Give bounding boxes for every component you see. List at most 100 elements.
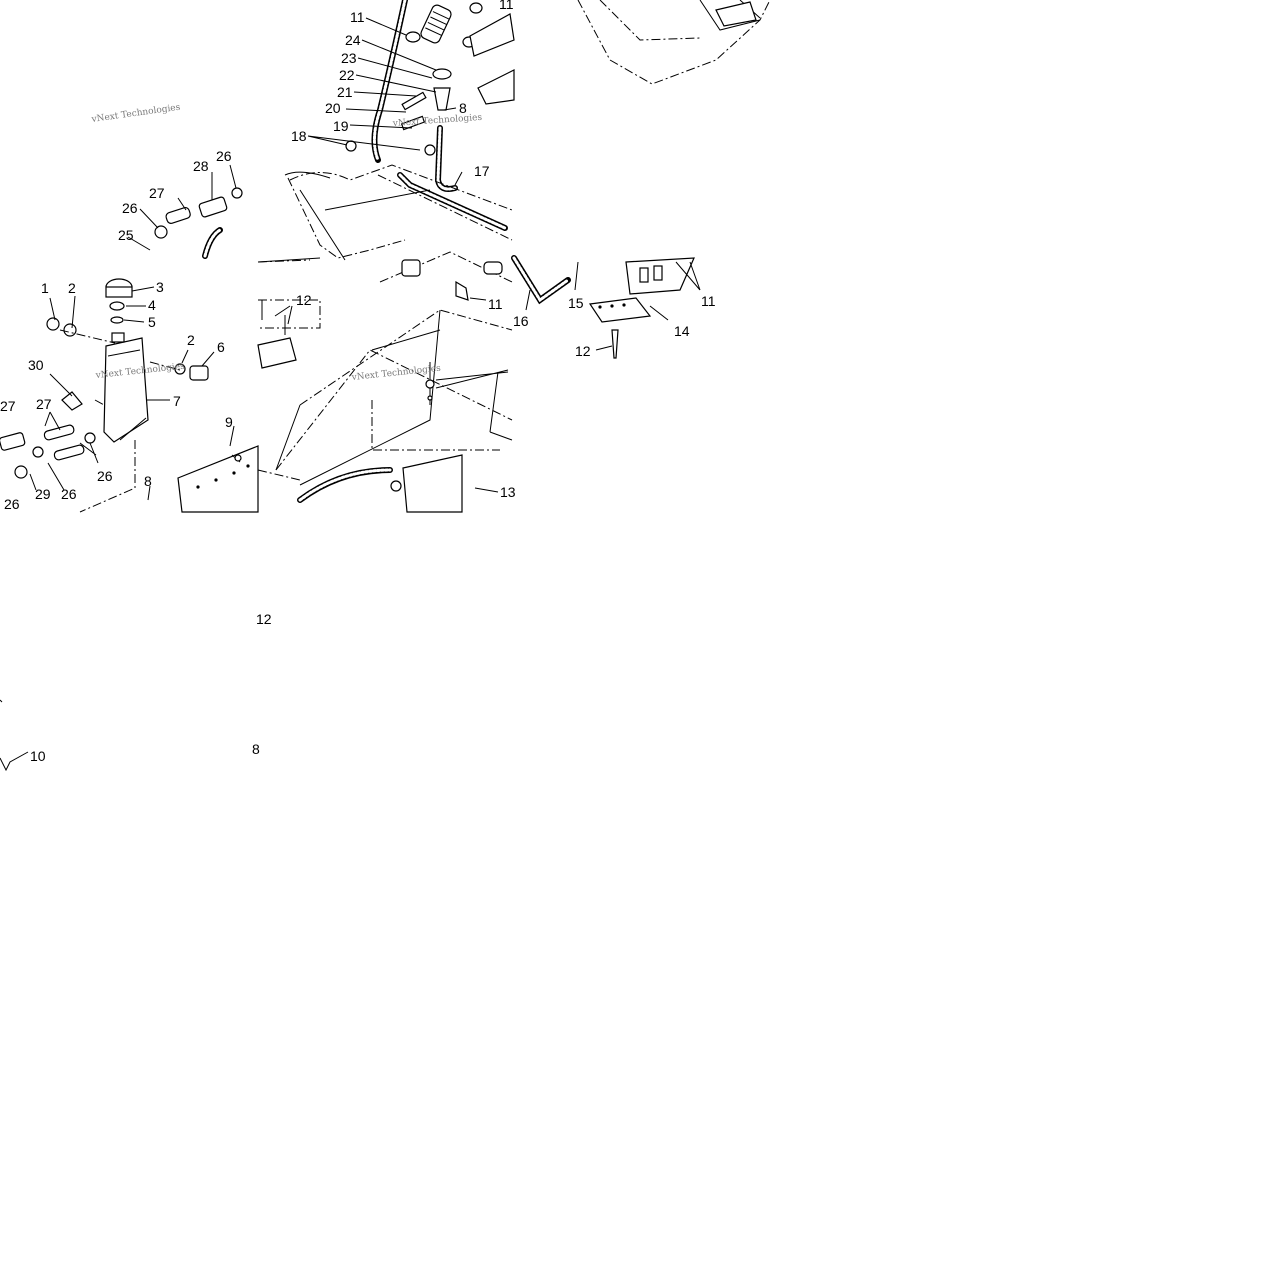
- stud-part: [653, 265, 663, 281]
- nut-part: [46, 317, 60, 331]
- tile-top-right: [577, 0, 771, 85]
- short-hose-part: [0, 432, 26, 451]
- clamp-part: [32, 446, 44, 458]
- clamp-part: [14, 465, 28, 479]
- watermark: vNext Technologies: [90, 103, 181, 126]
- callout-label: 27: [149, 185, 165, 201]
- rivet-part: [427, 395, 433, 401]
- callout-label: 11: [488, 296, 503, 312]
- callout-labels: 1 2 3 4 5 2 6 30 27 7 27 9 26 26 29 26 8…: [0, 0, 716, 764]
- callout-label: 16: [513, 313, 529, 329]
- gasket-part: [109, 301, 125, 311]
- washer-part: [63, 323, 77, 337]
- clamp-part: [469, 2, 483, 14]
- clip-part: [61, 391, 83, 411]
- callout-label: 10: [30, 748, 46, 764]
- callout-label: 12: [296, 292, 312, 308]
- callout-label: 11: [499, 0, 514, 12]
- callout-label: 4: [148, 297, 156, 313]
- callout-label: 8: [459, 100, 467, 116]
- valve-part: [401, 91, 427, 111]
- callout-label: 12: [575, 343, 591, 359]
- tile-middle-middle: vNext Technologies: [257, 251, 513, 513]
- spring-hose-part: [420, 4, 452, 44]
- callout-label: 26: [216, 148, 232, 164]
- callout-label: 24: [345, 32, 361, 48]
- filter-part: [198, 196, 228, 218]
- bracket-part: [402, 454, 463, 513]
- clamp-part: [84, 432, 96, 444]
- callout-label: 26: [61, 486, 77, 502]
- callout-label: 8: [144, 473, 152, 489]
- tile-top-left: vNext Technologies: [90, 103, 243, 259]
- short-hose-part: [43, 424, 75, 441]
- callout-label: 30: [28, 357, 44, 373]
- fitting-part: [433, 87, 451, 111]
- valve-part: [400, 115, 426, 131]
- plate-part: [477, 69, 515, 105]
- callout-label: 11: [350, 9, 365, 25]
- clamp-part: [154, 225, 168, 239]
- callout-label: 29: [35, 486, 51, 502]
- rivet-part: [611, 329, 619, 359]
- panel-part: [715, 1, 757, 27]
- callout-label: 26: [4, 496, 20, 512]
- callout-label: 26: [122, 200, 138, 216]
- tile-top-middle: vNext Technologies: [284, 0, 515, 261]
- grommet-part: [432, 68, 452, 80]
- fitting-part: [483, 261, 503, 275]
- callout-label: 14: [674, 323, 690, 339]
- tank-cap-part: [105, 286, 133, 298]
- watermark: vNext Technologies: [392, 113, 483, 129]
- callout-label: 9: [225, 414, 233, 430]
- tile-lower-left: [0, 699, 29, 772]
- o-ring-part: [110, 316, 124, 324]
- callout-label: 28: [193, 158, 209, 174]
- callout-label: 26: [97, 468, 113, 484]
- callout-label: 6: [217, 339, 225, 355]
- clamp-part: [231, 187, 243, 199]
- callout-label: 18: [291, 128, 307, 144]
- clamp-part: [345, 140, 357, 152]
- mounting-plate-part: [588, 297, 652, 323]
- callout-label: 8: [252, 741, 260, 757]
- callout-label: 2: [68, 280, 76, 296]
- callout-label: 23: [341, 50, 357, 66]
- callout-label: 27: [36, 396, 52, 412]
- plate-part: [469, 13, 515, 57]
- callout-label: 13: [500, 484, 516, 500]
- hose-fitting-part: [165, 206, 191, 224]
- callout-label: 2: [187, 332, 195, 348]
- callout-label: 19: [333, 118, 349, 134]
- sight-plug-part: [189, 365, 209, 381]
- tile-middle-left: vNext Technologies: [0, 278, 259, 513]
- tile-middle-right: [511, 255, 701, 359]
- callout-label: 12: [256, 611, 272, 627]
- callout-label: 3: [156, 279, 164, 295]
- callout-label: 5: [148, 314, 156, 330]
- callout-label: 27: [0, 398, 16, 414]
- callout-label: 7: [173, 393, 181, 409]
- callout-label: 17: [474, 163, 490, 179]
- rivet-part: [425, 379, 435, 389]
- callout-label: 1: [41, 280, 49, 296]
- callout-label: 11: [701, 293, 716, 309]
- callout-label: 22: [339, 67, 355, 83]
- neck-part: [111, 332, 125, 343]
- bracket-part: [177, 445, 259, 513]
- callout-label: 20: [325, 100, 341, 116]
- clamp-part: [455, 280, 469, 301]
- callout-label: 21: [337, 84, 353, 100]
- callout-label: 15: [568, 295, 584, 311]
- rivet-part: [234, 454, 242, 462]
- clamp-part: [405, 31, 421, 43]
- clamp-part: [390, 480, 402, 492]
- oil-tank-part: [103, 337, 149, 443]
- mount-part: [257, 337, 297, 369]
- callout-label: 25: [118, 227, 134, 243]
- short-hose-part: [53, 444, 85, 461]
- clamp-part: [401, 259, 421, 277]
- stud-part: [639, 267, 649, 283]
- clamp-part: [424, 144, 436, 156]
